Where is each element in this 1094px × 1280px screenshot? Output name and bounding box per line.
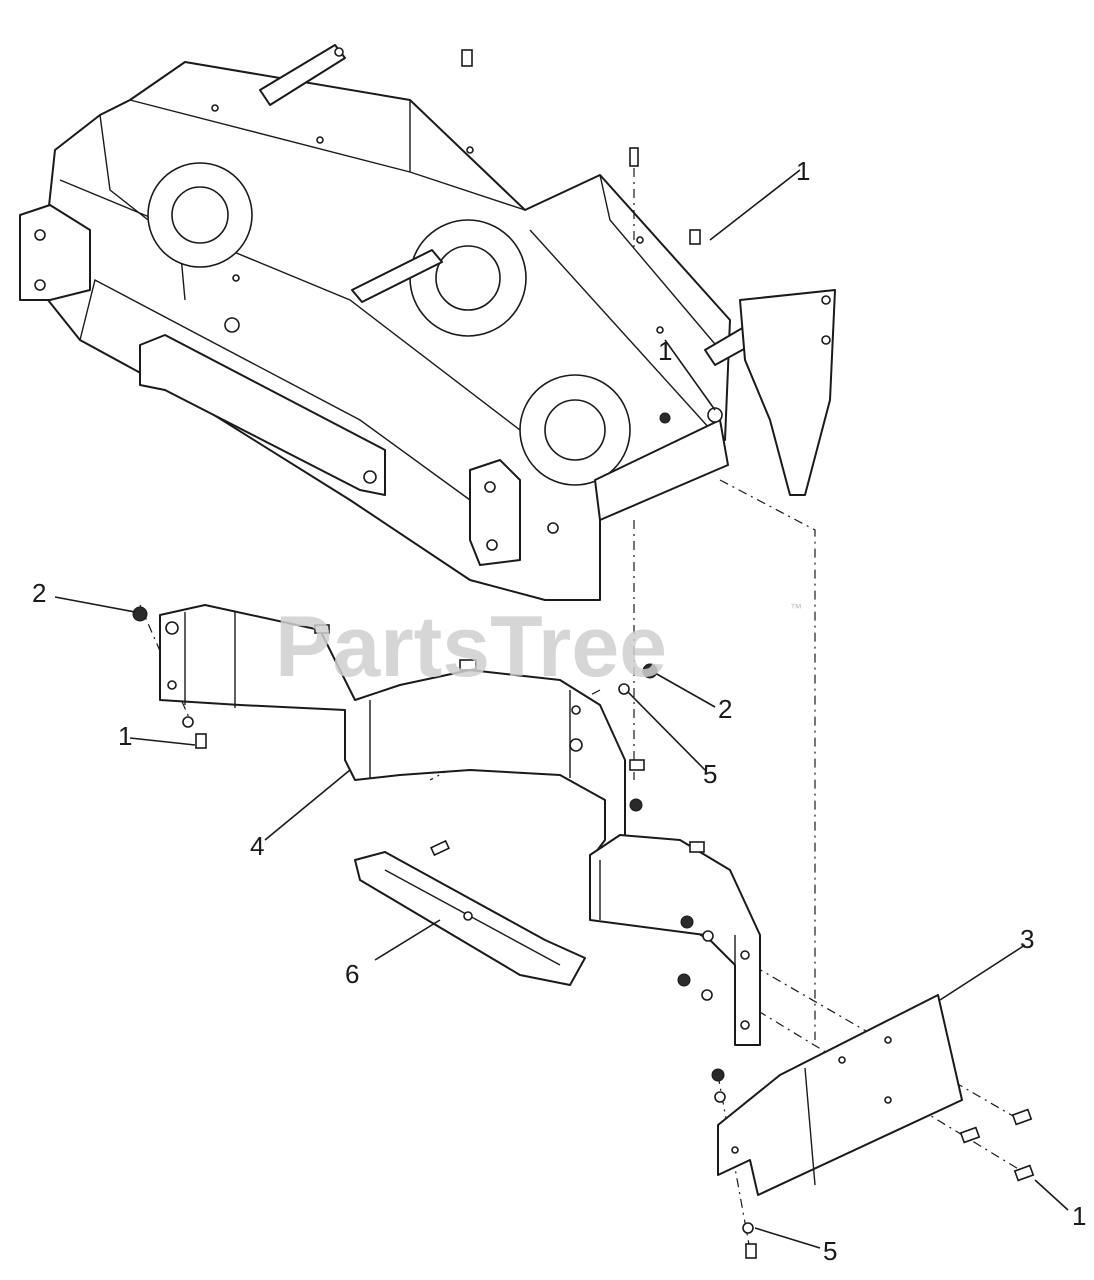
mower-deck-housing — [19, 44, 836, 601]
bolt-icon — [195, 733, 207, 749]
mower-blade — [354, 851, 586, 986]
nut-icon — [132, 606, 148, 622]
callout-2-left: 2 — [32, 578, 46, 608]
callout-4: 4 — [250, 831, 264, 861]
washer-icon — [714, 1091, 726, 1103]
bolt-icon — [745, 1243, 757, 1259]
washer-icon — [701, 989, 713, 1001]
callout-1-deck: 1 — [658, 336, 672, 366]
nut-icon — [677, 973, 691, 987]
callout-1-left: 1 — [118, 721, 132, 751]
bolt-icon — [461, 49, 473, 67]
nut-icon — [629, 798, 643, 812]
callout-labels: 1 1 1 1 2 2 3 4 5 5 6 — [32, 156, 1086, 1266]
bolt-icon — [689, 229, 701, 245]
loose-hardware-top — [461, 49, 701, 245]
callout-1-top: 1 — [796, 156, 810, 186]
washer-icon — [742, 1222, 754, 1234]
nut-icon — [642, 663, 658, 679]
bolt-icon — [959, 1126, 981, 1144]
callout-5-lower: 5 — [823, 1236, 837, 1266]
washer-icon — [702, 930, 714, 942]
nut-icon — [680, 915, 694, 929]
callout-5-upper: 5 — [703, 759, 717, 789]
watermark-text: PartsTree — [275, 599, 667, 695]
discharge-deflector — [717, 994, 963, 1196]
callout-2-right: 2 — [718, 694, 732, 724]
bolt-icon — [1011, 1108, 1033, 1126]
fasteners — [132, 606, 1035, 1259]
callout-1-right: 1 — [1072, 1201, 1086, 1231]
bolt-icon — [429, 839, 451, 857]
washer-icon — [182, 716, 194, 728]
leader-lines — [54, 169, 1069, 1249]
watermark: PartsTree ™ — [275, 599, 802, 695]
nut-icon — [711, 1068, 725, 1082]
watermark-trademark: ™ — [790, 601, 802, 615]
callout-6: 6 — [345, 959, 359, 989]
washer-icon — [618, 683, 630, 695]
callout-3: 3 — [1020, 924, 1034, 954]
bolt-icon — [629, 147, 639, 167]
bolt-icon — [1013, 1164, 1035, 1182]
side-baffle — [589, 834, 761, 1046]
